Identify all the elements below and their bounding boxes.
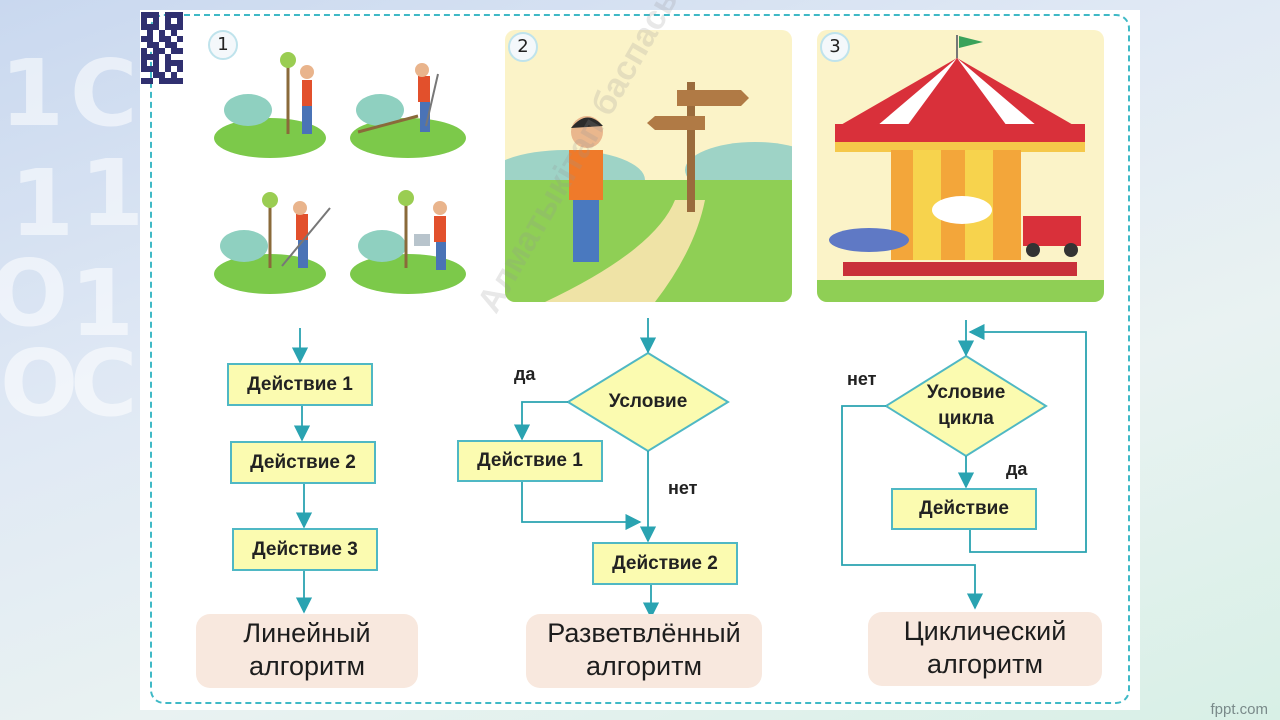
qr-cell	[165, 18, 171, 24]
qr-cell	[165, 78, 171, 84]
qr-cell	[141, 78, 147, 84]
qr-cell	[147, 66, 153, 72]
branch-yes-label: да	[514, 364, 536, 384]
qr-cell	[165, 54, 171, 60]
qr-cell	[141, 36, 147, 42]
qr-code	[141, 12, 183, 86]
linear-action-1: Действие 1	[227, 363, 373, 406]
loop-arrow-back	[968, 323, 1087, 553]
background-digits: 1 C 1 1 O 1 O C	[0, 40, 145, 437]
qr-cell	[177, 24, 183, 30]
qr-cell	[141, 54, 147, 60]
qr-cell	[141, 12, 147, 18]
loop-no-label: нет	[847, 369, 877, 389]
qr-cell	[165, 66, 171, 72]
loop-condition-text: Условие цикла	[906, 380, 1026, 432]
qr-cell	[171, 30, 177, 36]
qr-cell	[159, 30, 165, 36]
qr-cell	[141, 48, 147, 54]
qr-cell	[153, 54, 159, 60]
qr-cell	[147, 12, 153, 18]
qr-cell	[153, 24, 159, 30]
qr-cell	[153, 48, 159, 54]
linear-action-2: Действие 2	[230, 441, 376, 484]
cyclic-algorithm-label: Циклический алгоритм	[868, 612, 1102, 686]
branch-arrow-merge	[521, 482, 642, 531]
linear-label-line2: алгоритм	[248, 651, 366, 681]
loop-action: Действие	[891, 488, 1037, 530]
qr-cell	[153, 66, 159, 72]
qr-cell	[171, 42, 177, 48]
dashed-frame	[150, 14, 1130, 704]
scene-4	[350, 190, 466, 294]
qr-cell	[177, 48, 183, 54]
qr-cell	[171, 24, 177, 30]
qr-cell	[153, 18, 159, 24]
qr-cell	[177, 18, 183, 24]
qr-cell	[177, 66, 183, 72]
branching-algorithm-label: Разветвлённый алгоритм	[526, 614, 762, 688]
branching-label-line2: алгоритм	[585, 651, 703, 681]
loop-yes-label: да	[1006, 459, 1028, 479]
branch-condition-text: Условие	[608, 391, 688, 412]
qr-cell	[171, 48, 177, 54]
scene-3	[214, 192, 331, 294]
qr-cell	[153, 72, 159, 78]
qr-cell	[177, 78, 183, 84]
footer-brand: fppt.com	[1210, 701, 1268, 718]
cyclic-label-line1: Циклический	[903, 616, 1067, 646]
qr-cell	[147, 24, 153, 30]
qr-cell	[165, 42, 171, 48]
qr-cell	[141, 24, 147, 30]
panel-number-1: 1	[208, 30, 238, 60]
linear-action-3: Действие 3	[232, 528, 378, 571]
crossroad-illustration	[505, 30, 792, 302]
qr-cell	[171, 60, 177, 66]
qr-cell	[147, 78, 153, 84]
panel-number-2: 2	[508, 32, 538, 62]
loop-condition-line2: цикла	[938, 408, 994, 429]
qr-cell	[147, 54, 153, 60]
linear-algorithm-label: Линейный алгоритм	[196, 614, 418, 688]
qr-cell	[141, 18, 147, 24]
carousel-illustration	[817, 30, 1104, 302]
qr-cell	[159, 36, 165, 42]
scene-2	[350, 63, 466, 158]
qr-cell	[153, 60, 159, 66]
qr-cell	[165, 24, 171, 30]
qr-cell	[165, 12, 171, 18]
branch-no-label: нет	[668, 478, 698, 498]
qr-cell	[147, 42, 153, 48]
qr-cell	[165, 60, 171, 66]
loop-condition-line1: Условие	[926, 382, 1006, 403]
branch-action-1: Действие 1	[457, 440, 603, 482]
qr-cell	[147, 36, 153, 42]
qr-cell	[141, 60, 147, 66]
scene-1	[214, 52, 326, 158]
qr-cell	[171, 72, 177, 78]
qr-cell	[165, 36, 171, 42]
qr-cell	[141, 66, 147, 72]
linear-label-line1: Линейный	[243, 618, 371, 648]
qr-cell	[147, 30, 153, 36]
qr-cell	[171, 78, 177, 84]
qr-cell	[153, 42, 159, 48]
qr-cell	[177, 12, 183, 18]
tree-planting-illustration	[214, 52, 466, 294]
qr-cell	[171, 12, 177, 18]
qr-cell	[159, 78, 165, 84]
qr-cell	[177, 60, 183, 66]
branch-arrow-yes	[513, 401, 568, 441]
qr-cell	[159, 48, 165, 54]
qr-cell	[177, 36, 183, 42]
panel-number-3: 3	[820, 32, 850, 62]
loop-arrow-exit	[841, 405, 984, 610]
qr-cell	[159, 72, 165, 78]
branch-action-2: Действие 2	[592, 542, 738, 585]
branching-label-line1: Разветвлённый	[547, 618, 741, 648]
cyclic-label-line2: алгоритм	[926, 649, 1044, 679]
qr-cell	[153, 12, 159, 18]
